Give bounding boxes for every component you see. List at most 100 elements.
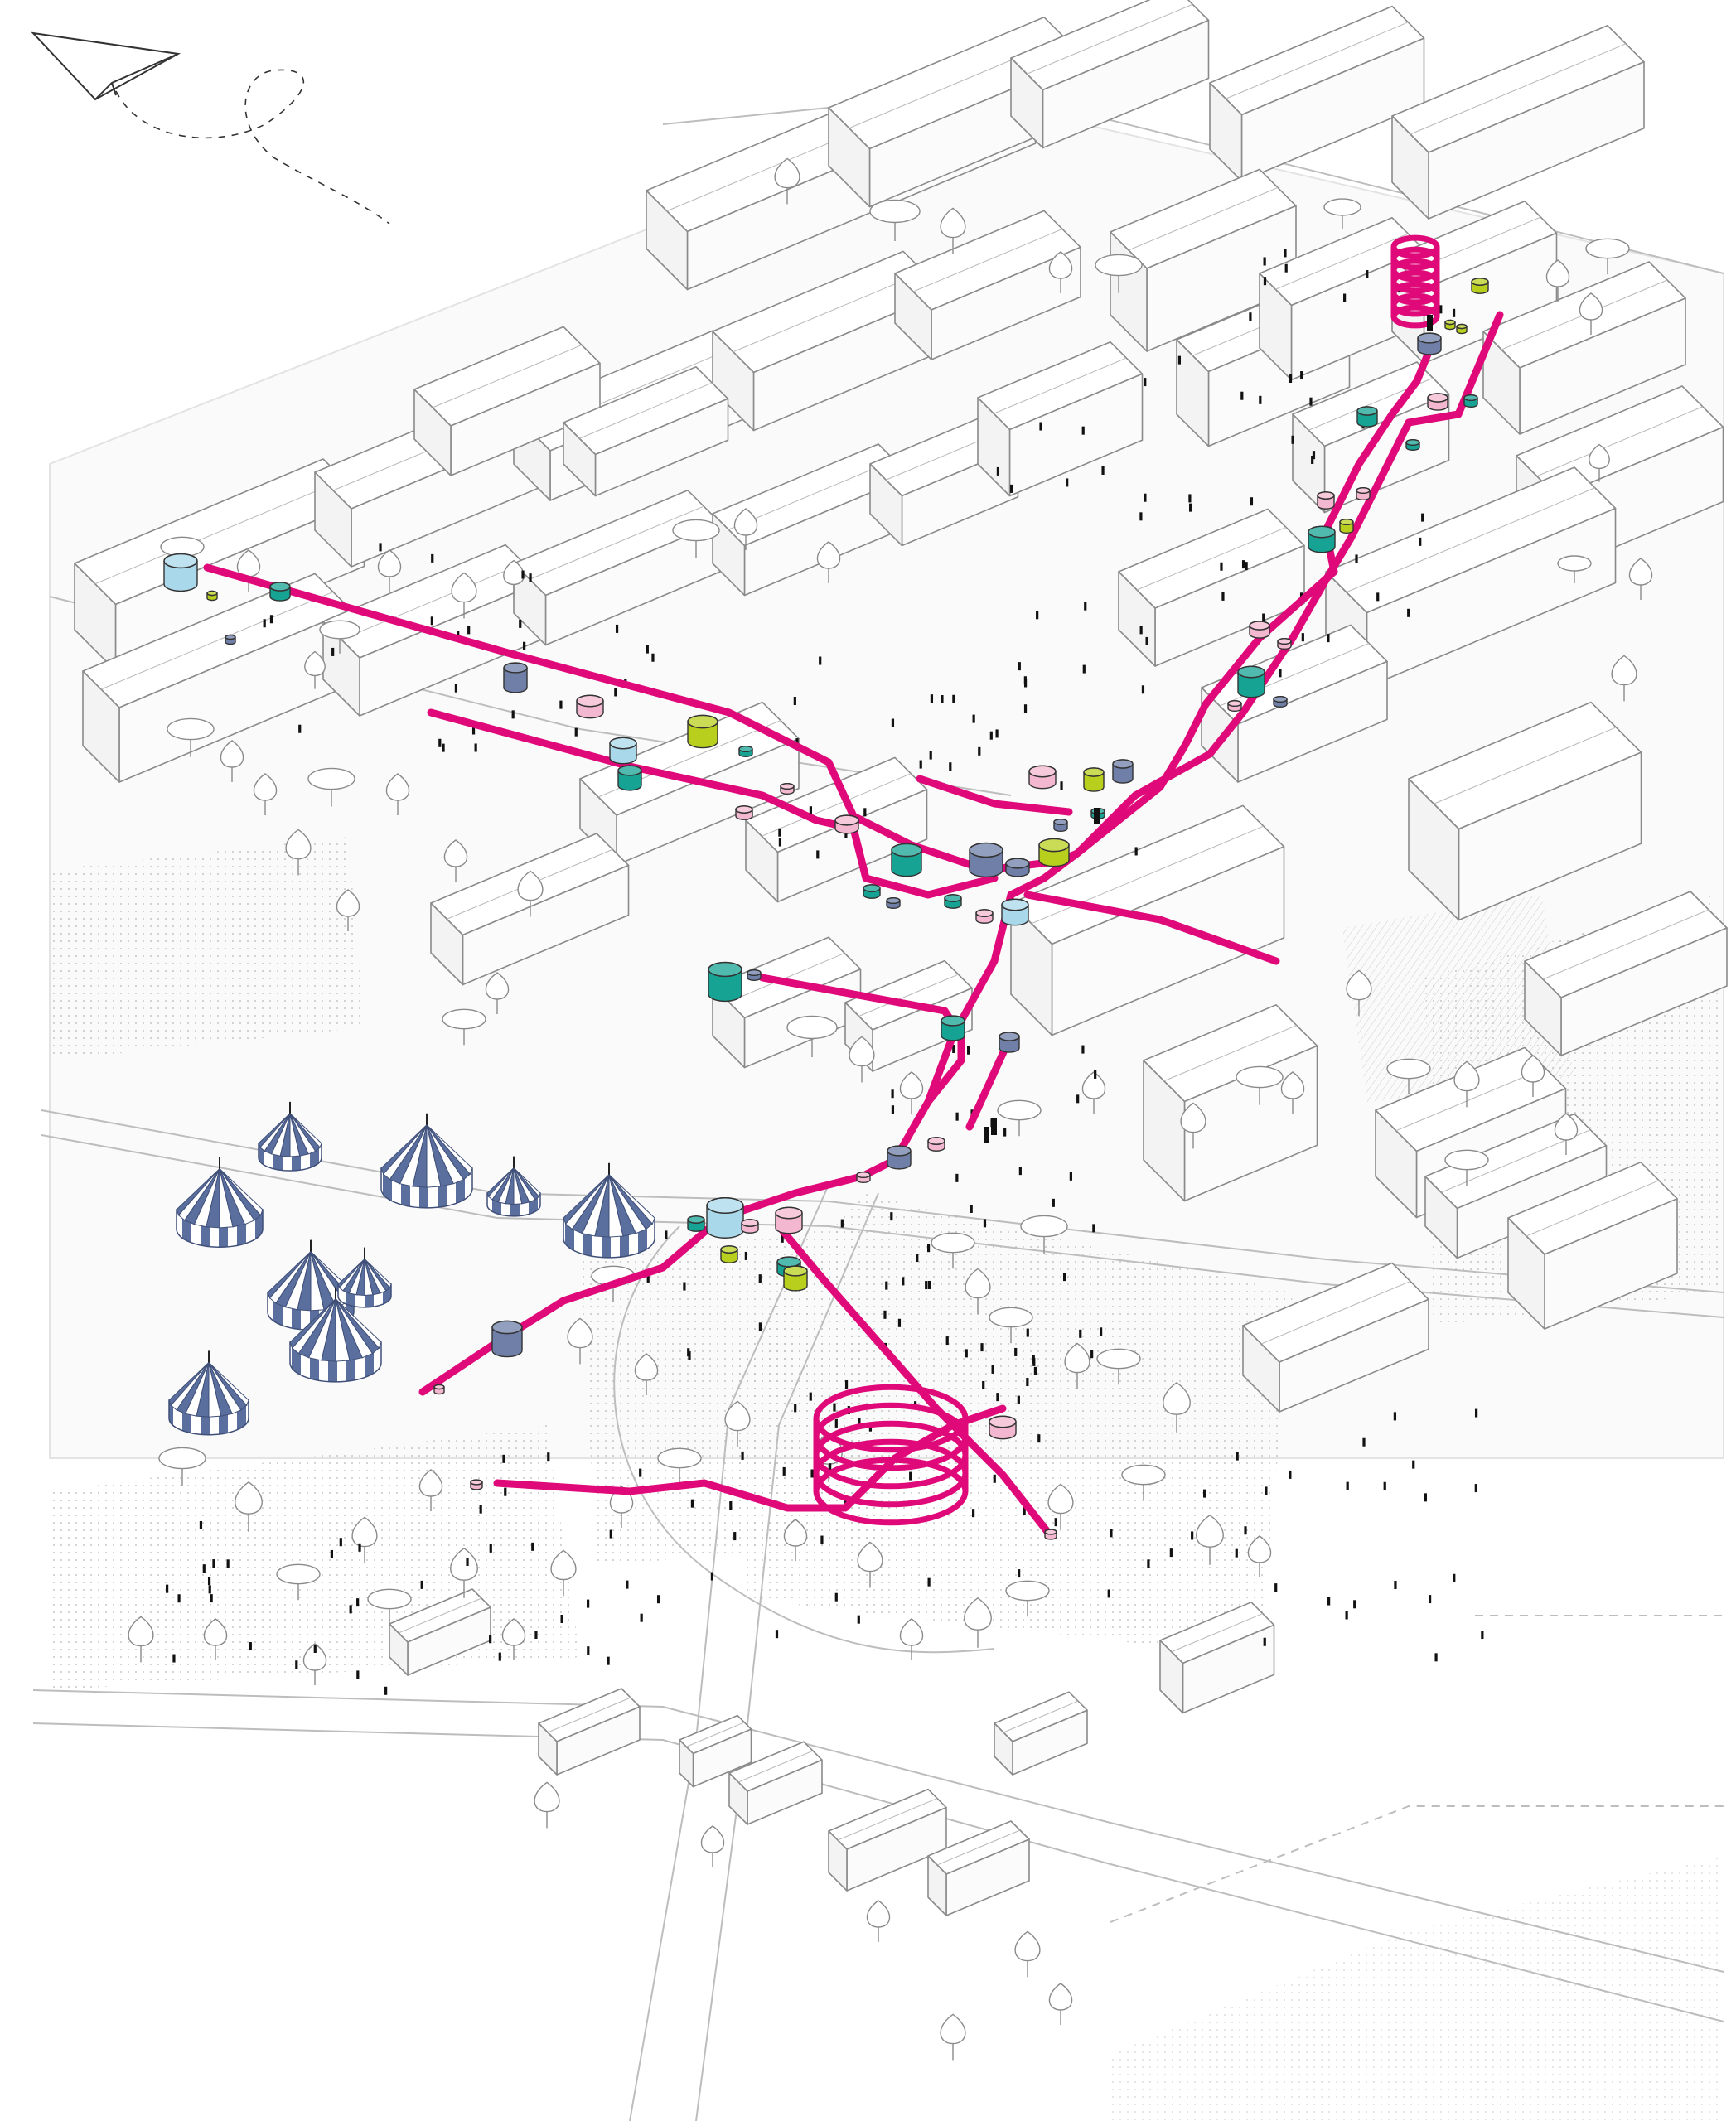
pavilion-lightblue-7	[609, 737, 637, 765]
person	[980, 1343, 984, 1352]
person	[996, 1393, 999, 1402]
tree	[1521, 1055, 1545, 1097]
person	[331, 647, 335, 656]
person	[547, 1452, 550, 1462]
route-segment-7	[916, 775, 1073, 816]
person	[295, 1660, 298, 1669]
pavilion-navy-27	[747, 969, 762, 982]
pavilion-navy-62	[1053, 818, 1068, 833]
person	[202, 1564, 206, 1573]
pavilion-teal-45	[1237, 665, 1265, 698]
person	[778, 828, 781, 837]
person	[1312, 451, 1316, 460]
person	[172, 1654, 176, 1663]
tree	[940, 207, 966, 254]
tree	[657, 1447, 702, 1485]
person	[1221, 592, 1225, 601]
person	[927, 1577, 931, 1587]
person	[891, 718, 895, 727]
person	[1099, 1327, 1103, 1336]
tree	[158, 1447, 206, 1486]
person	[819, 656, 822, 665]
person	[1424, 1493, 1428, 1502]
person	[1421, 513, 1424, 522]
person	[1301, 633, 1304, 642]
tree	[774, 157, 800, 205]
person	[665, 1230, 668, 1239]
tree	[1048, 1983, 1073, 2025]
tree	[501, 1618, 526, 1660]
person	[489, 1635, 492, 1644]
tree	[672, 519, 720, 558]
person	[1092, 1224, 1095, 1233]
building-9	[712, 443, 912, 597]
parkland-center	[580, 1226, 878, 1566]
person	[1052, 1198, 1055, 1207]
circus-tent	[563, 1162, 655, 1259]
person	[210, 1594, 213, 1603]
person	[467, 626, 471, 635]
rail-line	[41, 1109, 1724, 1293]
person	[885, 1281, 888, 1290]
person	[683, 1282, 686, 1291]
person	[810, 1469, 814, 1478]
marker-post	[1094, 808, 1100, 824]
person	[1062, 1273, 1066, 1282]
person	[993, 1474, 996, 1483]
tree	[1386, 1058, 1431, 1095]
person	[502, 1454, 505, 1463]
person	[1474, 1484, 1477, 1493]
pavilion-navy-15	[969, 842, 1003, 878]
circus-tent	[380, 1113, 473, 1209]
person	[1060, 781, 1063, 790]
person	[651, 653, 655, 662]
person	[1139, 512, 1143, 521]
person	[1069, 1172, 1072, 1181]
person	[863, 808, 867, 817]
person	[1452, 308, 1456, 317]
pedestrians	[166, 249, 1484, 1695]
tree	[997, 1099, 1042, 1137]
tree	[351, 1516, 378, 1563]
person	[1026, 1378, 1029, 1387]
person	[782, 1466, 786, 1476]
person	[955, 1112, 959, 1121]
tree	[418, 1469, 443, 1511]
person	[504, 1487, 507, 1496]
person	[897, 1318, 902, 1327]
person	[690, 1499, 694, 1508]
person	[609, 1529, 612, 1539]
person	[1376, 592, 1380, 602]
building-18	[977, 341, 1144, 497]
tree	[304, 650, 326, 689]
pavilion-lightblue-1	[163, 553, 198, 592]
tree	[1096, 1348, 1141, 1385]
person	[857, 1615, 860, 1624]
person	[442, 743, 445, 752]
building-29	[1408, 701, 1642, 921]
person	[1141, 685, 1145, 694]
building-15	[413, 326, 601, 476]
person	[587, 1599, 590, 1608]
tree	[302, 1643, 327, 1685]
person	[1355, 554, 1358, 563]
person	[1481, 1631, 1484, 1640]
person	[1394, 1581, 1397, 1590]
pavilion-navy-25	[886, 896, 901, 910]
person	[1249, 312, 1252, 321]
pavilion-pink-43	[989, 1415, 1017, 1440]
person	[587, 1646, 590, 1655]
tree	[733, 508, 758, 550]
circus-tents	[168, 1101, 655, 1436]
person	[952, 1045, 955, 1054]
pavilion-teal-23	[944, 894, 962, 909]
pavilion-pink-13	[834, 814, 859, 834]
person	[1291, 435, 1294, 444]
dashed-boundary-2	[1110, 1805, 1724, 1923]
tree	[451, 572, 477, 619]
person	[1220, 562, 1223, 571]
route-segment-10	[775, 1222, 1052, 1537]
pavilion-lime-58	[1444, 319, 1456, 331]
person	[833, 1403, 836, 1412]
person	[758, 1274, 762, 1283]
